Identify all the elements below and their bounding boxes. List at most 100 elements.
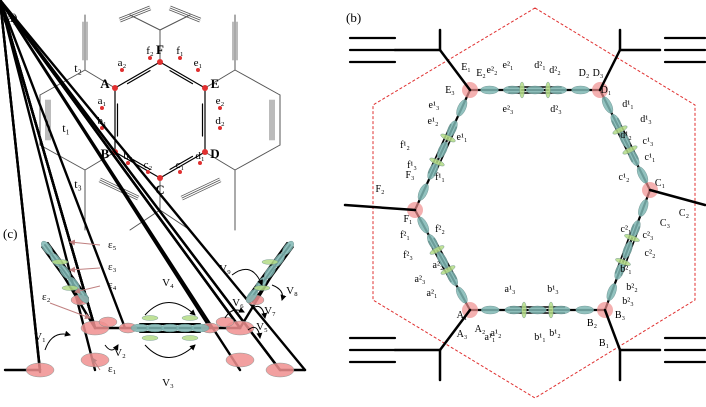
energy-arrow	[74, 285, 101, 294]
lattice-bond	[39, 144, 86, 171]
pi-orbital-lobe	[622, 241, 633, 259]
coupling-label: V₆	[232, 297, 244, 309]
sp-orbital-lobe	[80, 352, 110, 368]
coupling-bond	[0, 0, 97, 330]
lattice-triple-bond	[181, 179, 221, 199]
orbital-dot	[126, 161, 130, 165]
hopping-label: t₃	[74, 177, 82, 191]
coupling-bond	[0, 0, 307, 372]
panel-b-label: (b)	[346, 10, 362, 25]
orbital-label: c₁	[176, 159, 185, 171]
coupling-arc	[144, 302, 196, 316]
coupling-label: V₉	[219, 263, 231, 275]
lateral-orbital-lobe	[253, 285, 271, 291]
lateral-orbital-lobe	[521, 301, 527, 319]
unit-cell-label: D₂	[579, 68, 590, 79]
site-label: B	[101, 146, 110, 161]
coupling-label: V₄	[162, 277, 174, 289]
pi-orbital-lobe	[575, 305, 594, 315]
lattice-bond	[129, 14, 161, 31]
lateral-orbital-lobe	[429, 245, 445, 255]
outer-arm	[438, 308, 472, 352]
lateral-orbital-lobe	[61, 285, 79, 291]
energy-label: ε₄	[108, 279, 117, 291]
lattice-triple-bond	[120, 9, 152, 23]
unit-cell-label: E₂	[476, 68, 486, 79]
unit-cell-label: b¹₃	[547, 284, 558, 295]
unit-cell-label: a²₃	[415, 274, 426, 285]
coupling-arc	[104, 344, 119, 351]
unit-cell-label: d²₃	[550, 104, 561, 115]
pi-orbital-lobe	[480, 85, 499, 95]
orbital-dot	[178, 170, 182, 174]
orbital-label: a₂	[118, 57, 127, 69]
site-label: F	[156, 42, 164, 57]
unit-cell-label: A₁	[457, 310, 468, 321]
lattice-bond	[84, 69, 116, 89]
unit-cell-label: a²₁	[427, 288, 438, 299]
energy-label: ε₂	[42, 291, 51, 303]
coupling-bond	[0, 0, 97, 372]
energy-arrow	[69, 239, 101, 246]
site-label: A	[100, 76, 110, 91]
ring-bond	[159, 151, 206, 179]
energy-arrow	[49, 302, 91, 320]
coupling-bond	[0, 0, 127, 330]
unit-cell-label: c²₂	[645, 248, 656, 259]
sp-orbital-lobe	[25, 362, 55, 378]
lattice-bond	[234, 144, 281, 171]
lateral-orbital-lobe	[141, 315, 159, 321]
coupling-bond	[0, 0, 282, 372]
site-dot	[157, 59, 163, 65]
unit-cell-label: c¹₂	[619, 172, 630, 183]
orbital-dot	[178, 56, 182, 60]
lattice-triple-bond	[169, 7, 201, 21]
orbital-dot	[146, 170, 150, 174]
lateral-orbital-lobe	[440, 133, 456, 143]
orbital-dot	[198, 161, 202, 165]
lateral-orbital-lobe	[545, 81, 551, 99]
unit-cell-label: f¹₂	[400, 140, 410, 151]
lateral-orbital-lobe	[51, 259, 69, 265]
unit-cell-label: f²₃	[403, 250, 413, 261]
lattice-bond	[204, 151, 236, 171]
lattice-triple-bond	[118, 5, 150, 19]
unit-cell-label: a¹₃	[505, 284, 516, 295]
site-label: E	[211, 76, 220, 91]
unit-cell-label: f²₁	[400, 230, 410, 241]
unit-cell-label: f¹₃	[407, 160, 417, 171]
coupling-label: V₃	[162, 377, 174, 389]
unit-cell-label: E₃	[445, 85, 455, 96]
unit-cell-label: c²₁	[621, 224, 632, 235]
site-label: D	[210, 146, 219, 161]
energy-arrow	[91, 357, 101, 371]
pi-orbital-lobe	[571, 85, 590, 95]
lattice-triple-bond	[182, 181, 222, 201]
outer-arm	[603, 308, 622, 352]
unit-cell-boundary	[372, 7, 696, 399]
outer-arm	[648, 188, 706, 207]
pi-orbital-lobe	[282, 240, 294, 256]
coupling-bond	[0, 0, 242, 372]
unit-cell-label: f¹₁	[435, 172, 445, 183]
outer-arm	[343, 203, 417, 212]
lattice-triple-bond	[99, 179, 139, 199]
sp-orbital-lobe	[265, 362, 295, 378]
lateral-orbital-lobe	[519, 81, 525, 99]
unit-cell-label: e²₃	[503, 104, 514, 115]
unit-cell-label: D₃	[593, 68, 604, 79]
unit-cell-label: a¹₁	[485, 332, 496, 343]
unit-cell-label: d¹₃	[640, 114, 651, 125]
orbital-label: d₁	[195, 150, 205, 162]
lateral-orbital-lobe	[181, 315, 199, 321]
unit-cell-label: e²₁	[503, 60, 514, 71]
lattice-bond	[234, 69, 281, 96]
orbital-label: d₂	[215, 115, 225, 127]
lateral-orbital-lobe	[615, 258, 631, 266]
coupling-arc	[271, 284, 287, 301]
unit-cell-label: b²₂	[626, 282, 637, 293]
energy-arrow	[69, 266, 101, 273]
orbital-label: a₁	[98, 95, 107, 107]
outer-arm	[598, 48, 622, 92]
